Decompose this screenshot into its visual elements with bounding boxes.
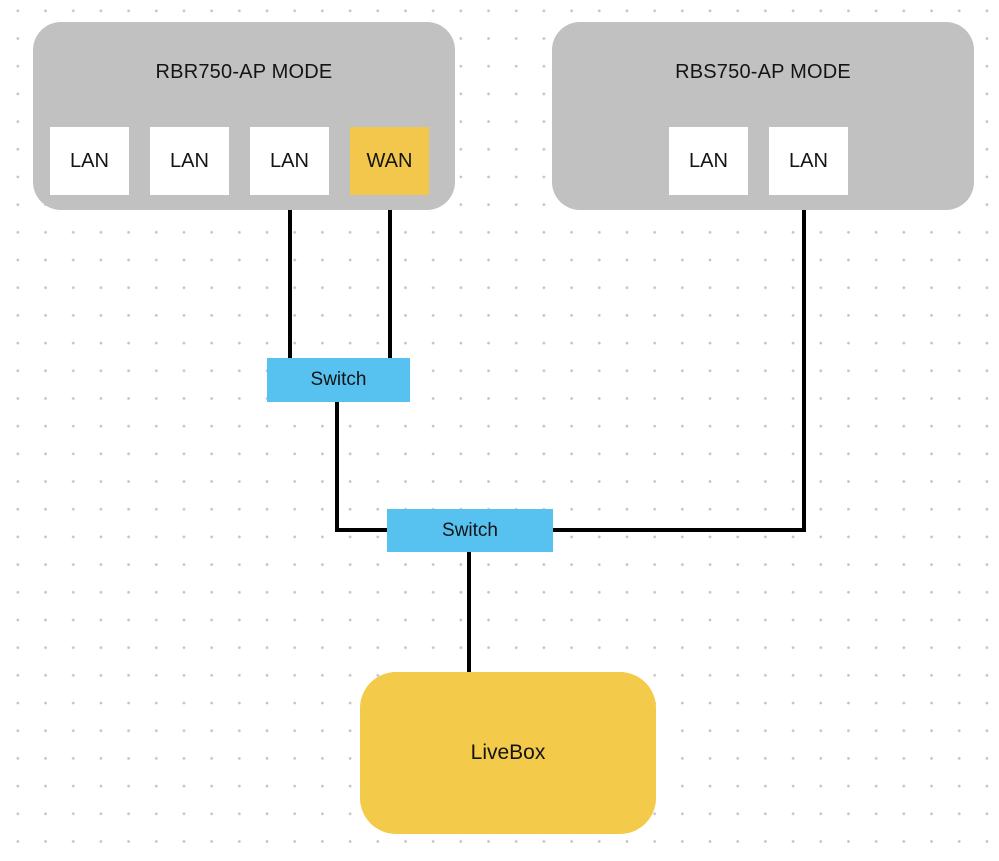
rbr750-port-lan-3: LAN [250,127,329,195]
lower-switch-node: Switch [387,509,553,552]
device-rbs750: RBS750-AP MODE LAN LAN [552,22,974,210]
rbs750-port-lan-2: LAN [769,127,848,195]
connector-rbs750-to-lower-switch [549,528,806,532]
rbr750-port-wan: WAN [350,127,429,195]
connector-rbs750-lan-down-segment [802,208,806,532]
livebox-node: LiveBox [360,672,656,834]
rbs750-port-lan-1: LAN [669,127,748,195]
device-rbr750: RBR750-AP MODE LAN LAN LAN WAN [33,22,455,210]
device-rbs750-title: RBS750-AP MODE [675,61,851,83]
connector-upper-switch-down-segment [335,400,339,532]
rbr750-port-lan-1: LAN [50,127,129,195]
connector-lower-switch-to-livebox [467,550,471,674]
device-rbr750-title: RBR750-AP MODE [155,61,333,83]
connector-rbr750-lan3-to-upper-switch [288,210,292,360]
upper-switch-node: Switch [267,358,410,402]
rbr750-port-lan-2: LAN [150,127,229,195]
connector-upper-switch-to-lower-switch [335,528,391,532]
connector-rbr750-wan-to-upper-switch [388,210,392,360]
